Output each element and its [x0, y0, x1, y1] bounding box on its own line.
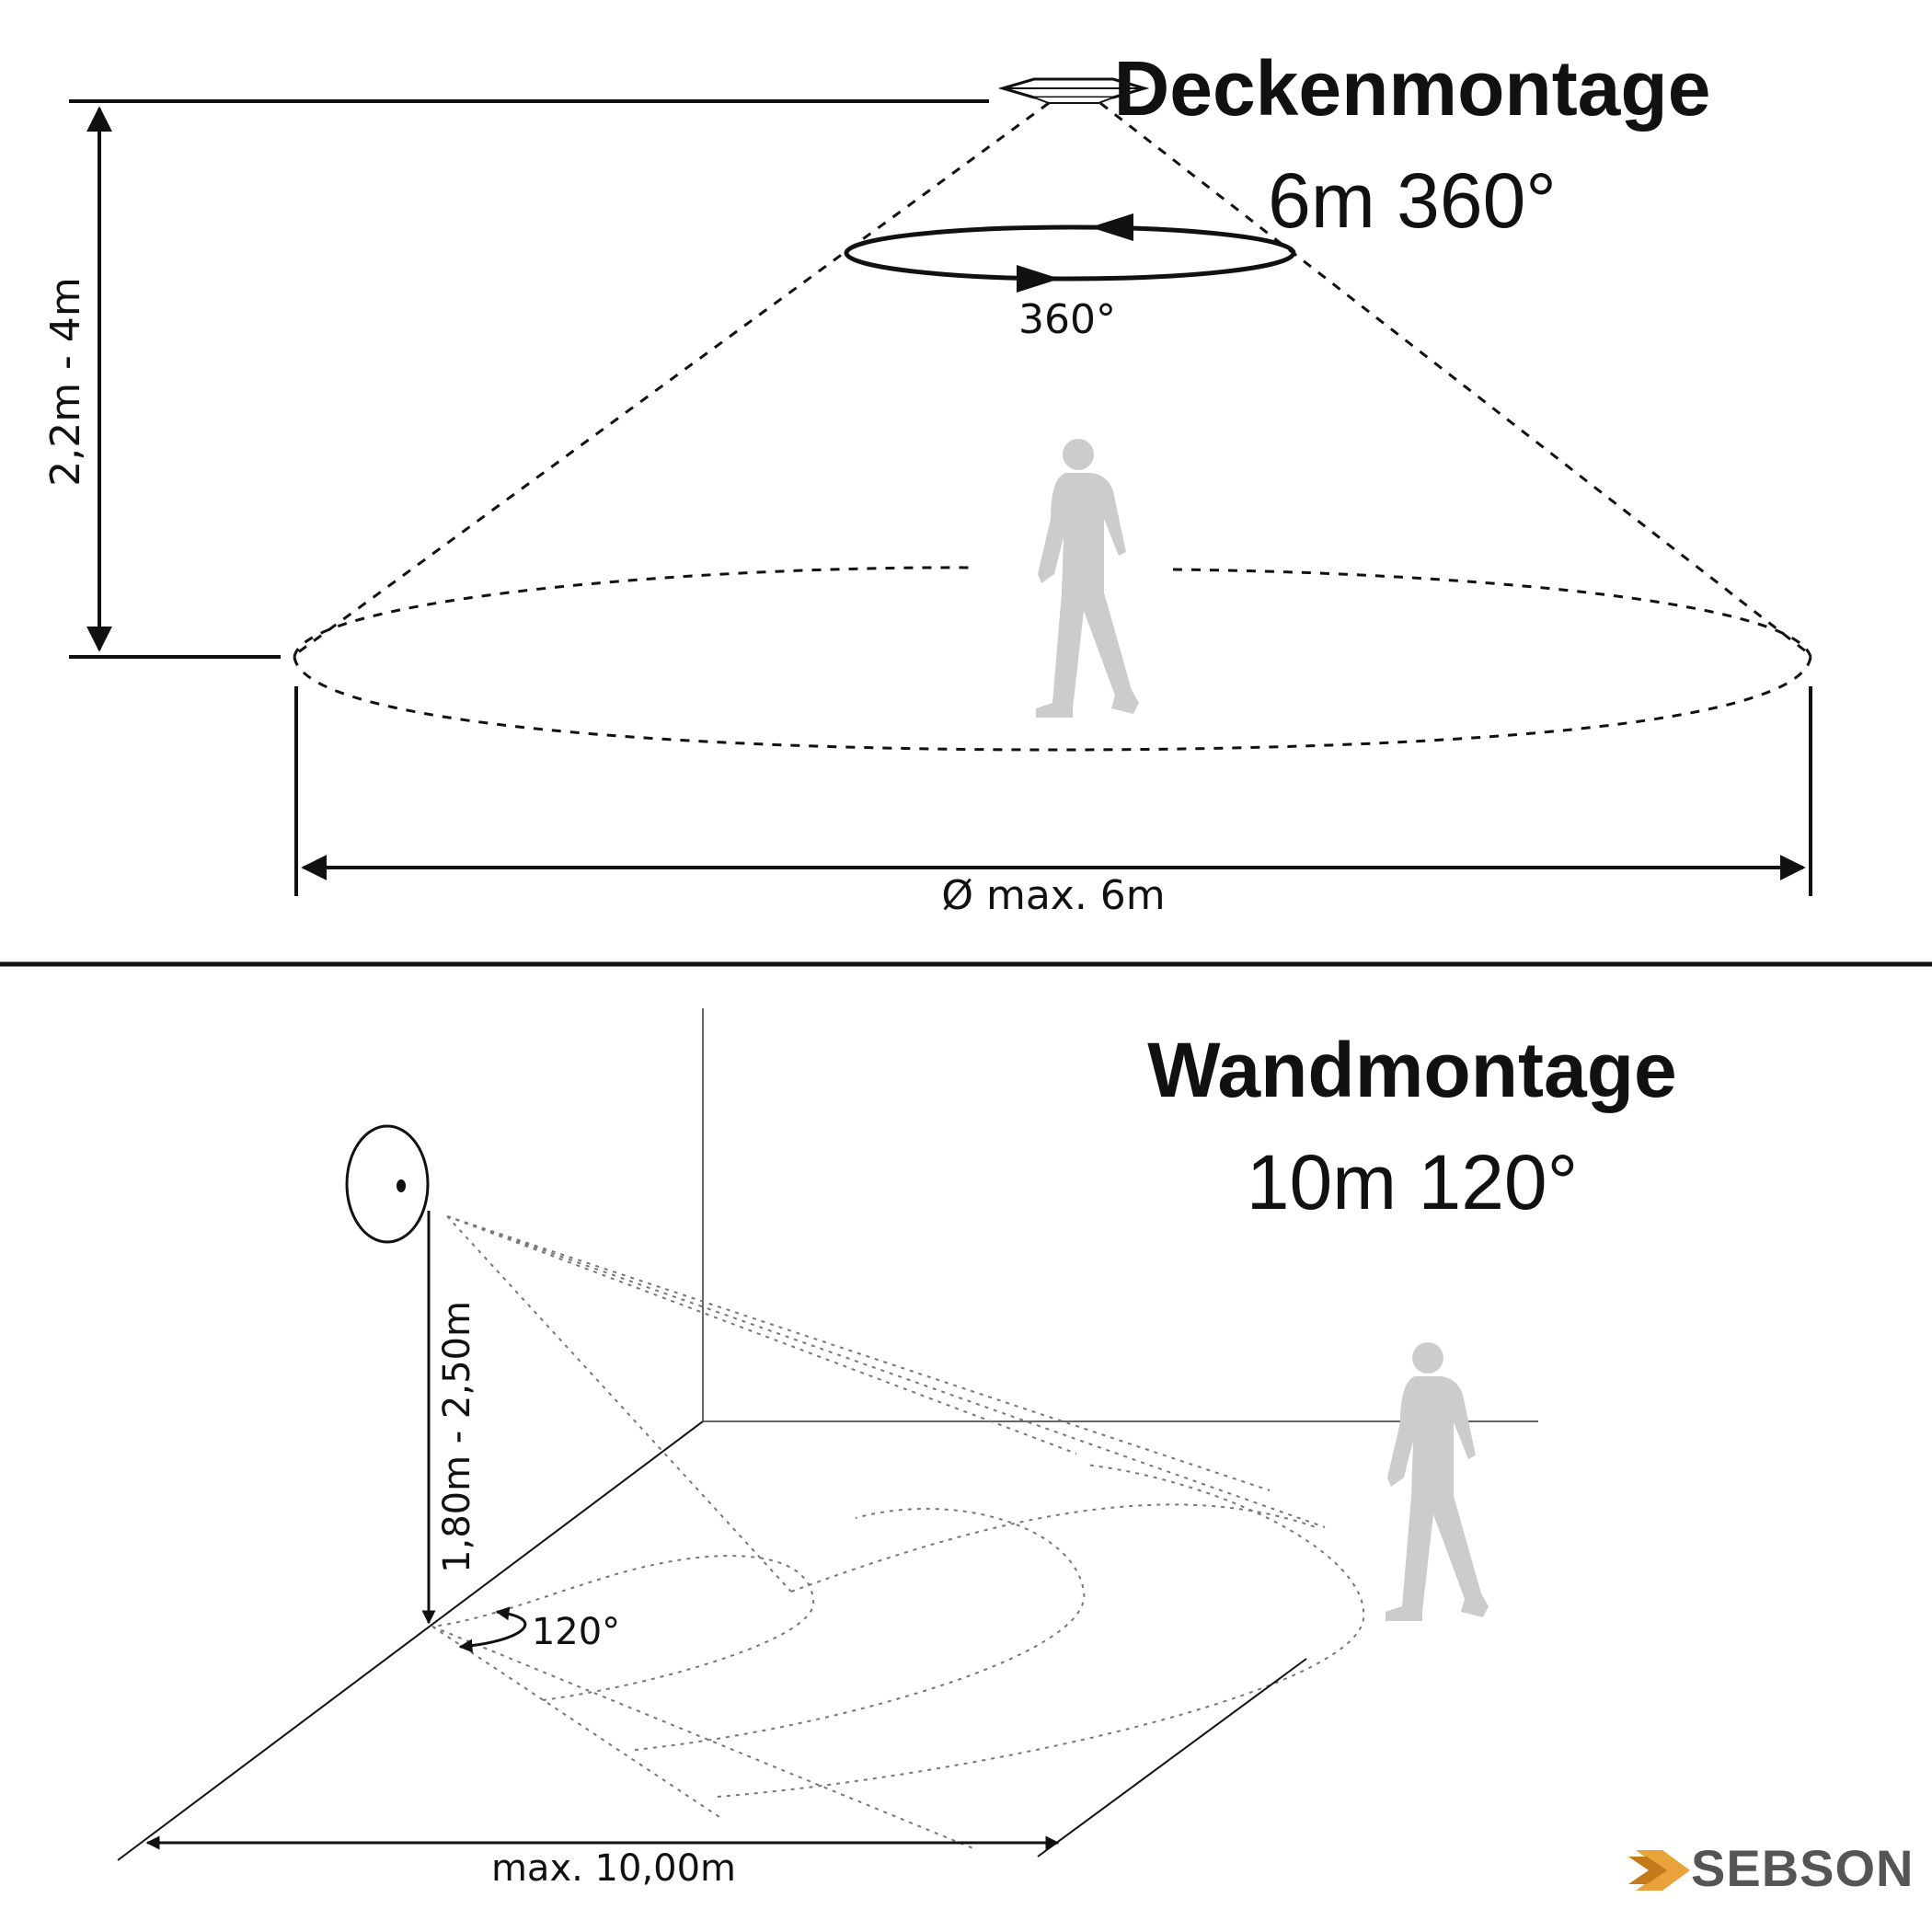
distance-extension-line	[1037, 1658, 1307, 1857]
detection-area-front	[293, 656, 1812, 752]
cone-right-edge	[1099, 101, 1811, 657]
cone-left-edge	[293, 101, 1050, 657]
angle-arc	[458, 1606, 527, 1653]
diameter-label: Ø max. 6m	[941, 872, 1165, 919]
room-side-floor-edge	[117, 1420, 704, 1861]
ceiling-diagram: 2,2m - 4m 360° Ø max. 6m	[42, 77, 1812, 919]
rotation-ellipse	[844, 224, 1296, 282]
detection-area-back-left	[293, 566, 976, 658]
ceiling-height-label: 2,2m - 4m	[42, 277, 89, 487]
walking-person-icon	[1386, 1342, 1489, 1621]
wall-height-label: 1,80m - 2,50m	[436, 1301, 478, 1573]
chevron-logo-icon	[1628, 1850, 1690, 1891]
wall-diagram: 1,80m - 2,50m 120° max. 10,00m	[117, 1008, 1538, 1890]
wall-subtitle: 10m 120°	[1246, 1139, 1579, 1225]
detection-zone-arcs	[431, 1464, 1365, 1798]
detection-area-back-right	[1172, 568, 1812, 658]
rotation-arrow-bottom	[1017, 265, 1060, 293]
rotation-label: 360°	[1018, 296, 1116, 343]
walking-person-icon	[1036, 439, 1139, 718]
angle-label: 120°	[532, 1611, 620, 1653]
wall-sensor-icon	[345, 1124, 430, 1244]
ceiling-title: Deckenmontage	[1113, 45, 1711, 132]
ceiling-subtitle: 6m 360°	[1268, 157, 1557, 244]
brand-logo-text: SEBSON	[1691, 1839, 1915, 1897]
distance-label: max. 10,00m	[491, 1847, 736, 1890]
detection-rays	[431, 1215, 1326, 1850]
wall-title: Wandmontage	[1147, 1027, 1677, 1113]
rotation-arrow-top	[1090, 213, 1133, 241]
ceiling-sensor-icon	[997, 77, 1150, 104]
